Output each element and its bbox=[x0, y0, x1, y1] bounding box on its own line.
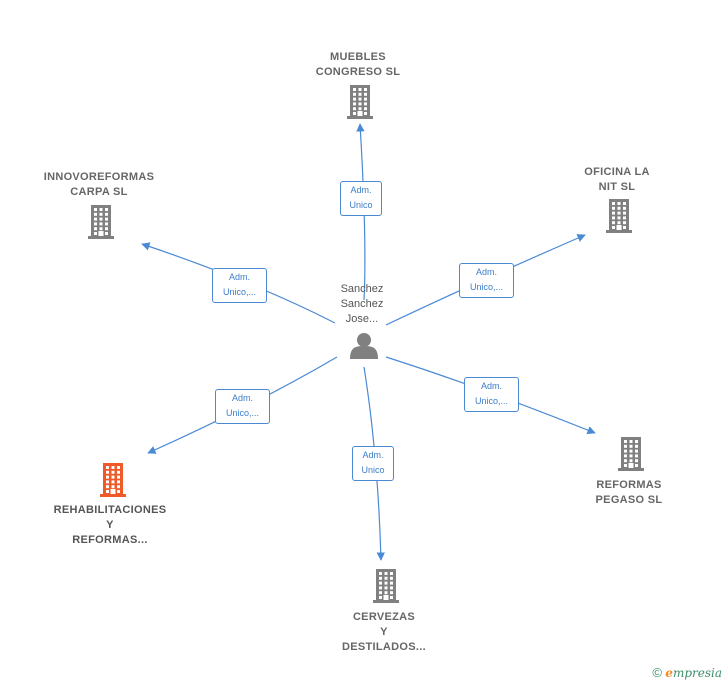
building-icon-rehab[interactable] bbox=[100, 463, 126, 497]
edge-label-pegaso[interactable]: Adm. Unico,... bbox=[464, 377, 519, 412]
brand-logo-e: e bbox=[665, 666, 673, 680]
person-icon[interactable] bbox=[350, 333, 378, 359]
copyright-symbol: © bbox=[652, 665, 662, 680]
brand-logo-rest: mpresia bbox=[672, 666, 722, 680]
brand-logo[interactable]: empresia bbox=[665, 666, 722, 680]
building-icon-pegaso[interactable] bbox=[618, 437, 644, 471]
footer-brand: © empresia bbox=[652, 665, 722, 680]
building-icon-muebles[interactable] bbox=[347, 85, 373, 119]
edge-label-oficina[interactable]: Adm. Unico,... bbox=[459, 263, 514, 298]
company-name-pegaso: REFORMAS PEGASO SL bbox=[595, 479, 663, 506]
edge-label-innovo[interactable]: Adm. Unico,... bbox=[212, 268, 267, 303]
company-name-innovo: INNOVOREFORMAS CARPA SL bbox=[43, 171, 155, 198]
icons bbox=[88, 85, 644, 603]
edge-muebles bbox=[356, 123, 366, 301]
company-name-oficina: OFICINA LA NIT SL bbox=[584, 166, 650, 193]
company-name-muebles: MUEBLES CONGRESO SL bbox=[315, 51, 401, 78]
edge-label-muebles[interactable]: Adm. Unico bbox=[340, 181, 382, 216]
person-name: Sanchez Sanchez Jose... bbox=[340, 283, 384, 325]
edge-label-cervezas[interactable]: Adm. Unico bbox=[352, 446, 394, 481]
building-icon-cervezas[interactable] bbox=[373, 569, 399, 603]
edge-label-rehab[interactable]: Adm. Unico,... bbox=[215, 389, 270, 424]
building-icon-oficina[interactable] bbox=[606, 199, 632, 233]
company-name-cervezas: CERVEZAS Y DESTILADOS... bbox=[342, 611, 426, 653]
building-icon-innovo[interactable] bbox=[88, 205, 114, 239]
company-name-rehab: REHABILITACIONES Y REFORMAS... bbox=[53, 504, 167, 546]
